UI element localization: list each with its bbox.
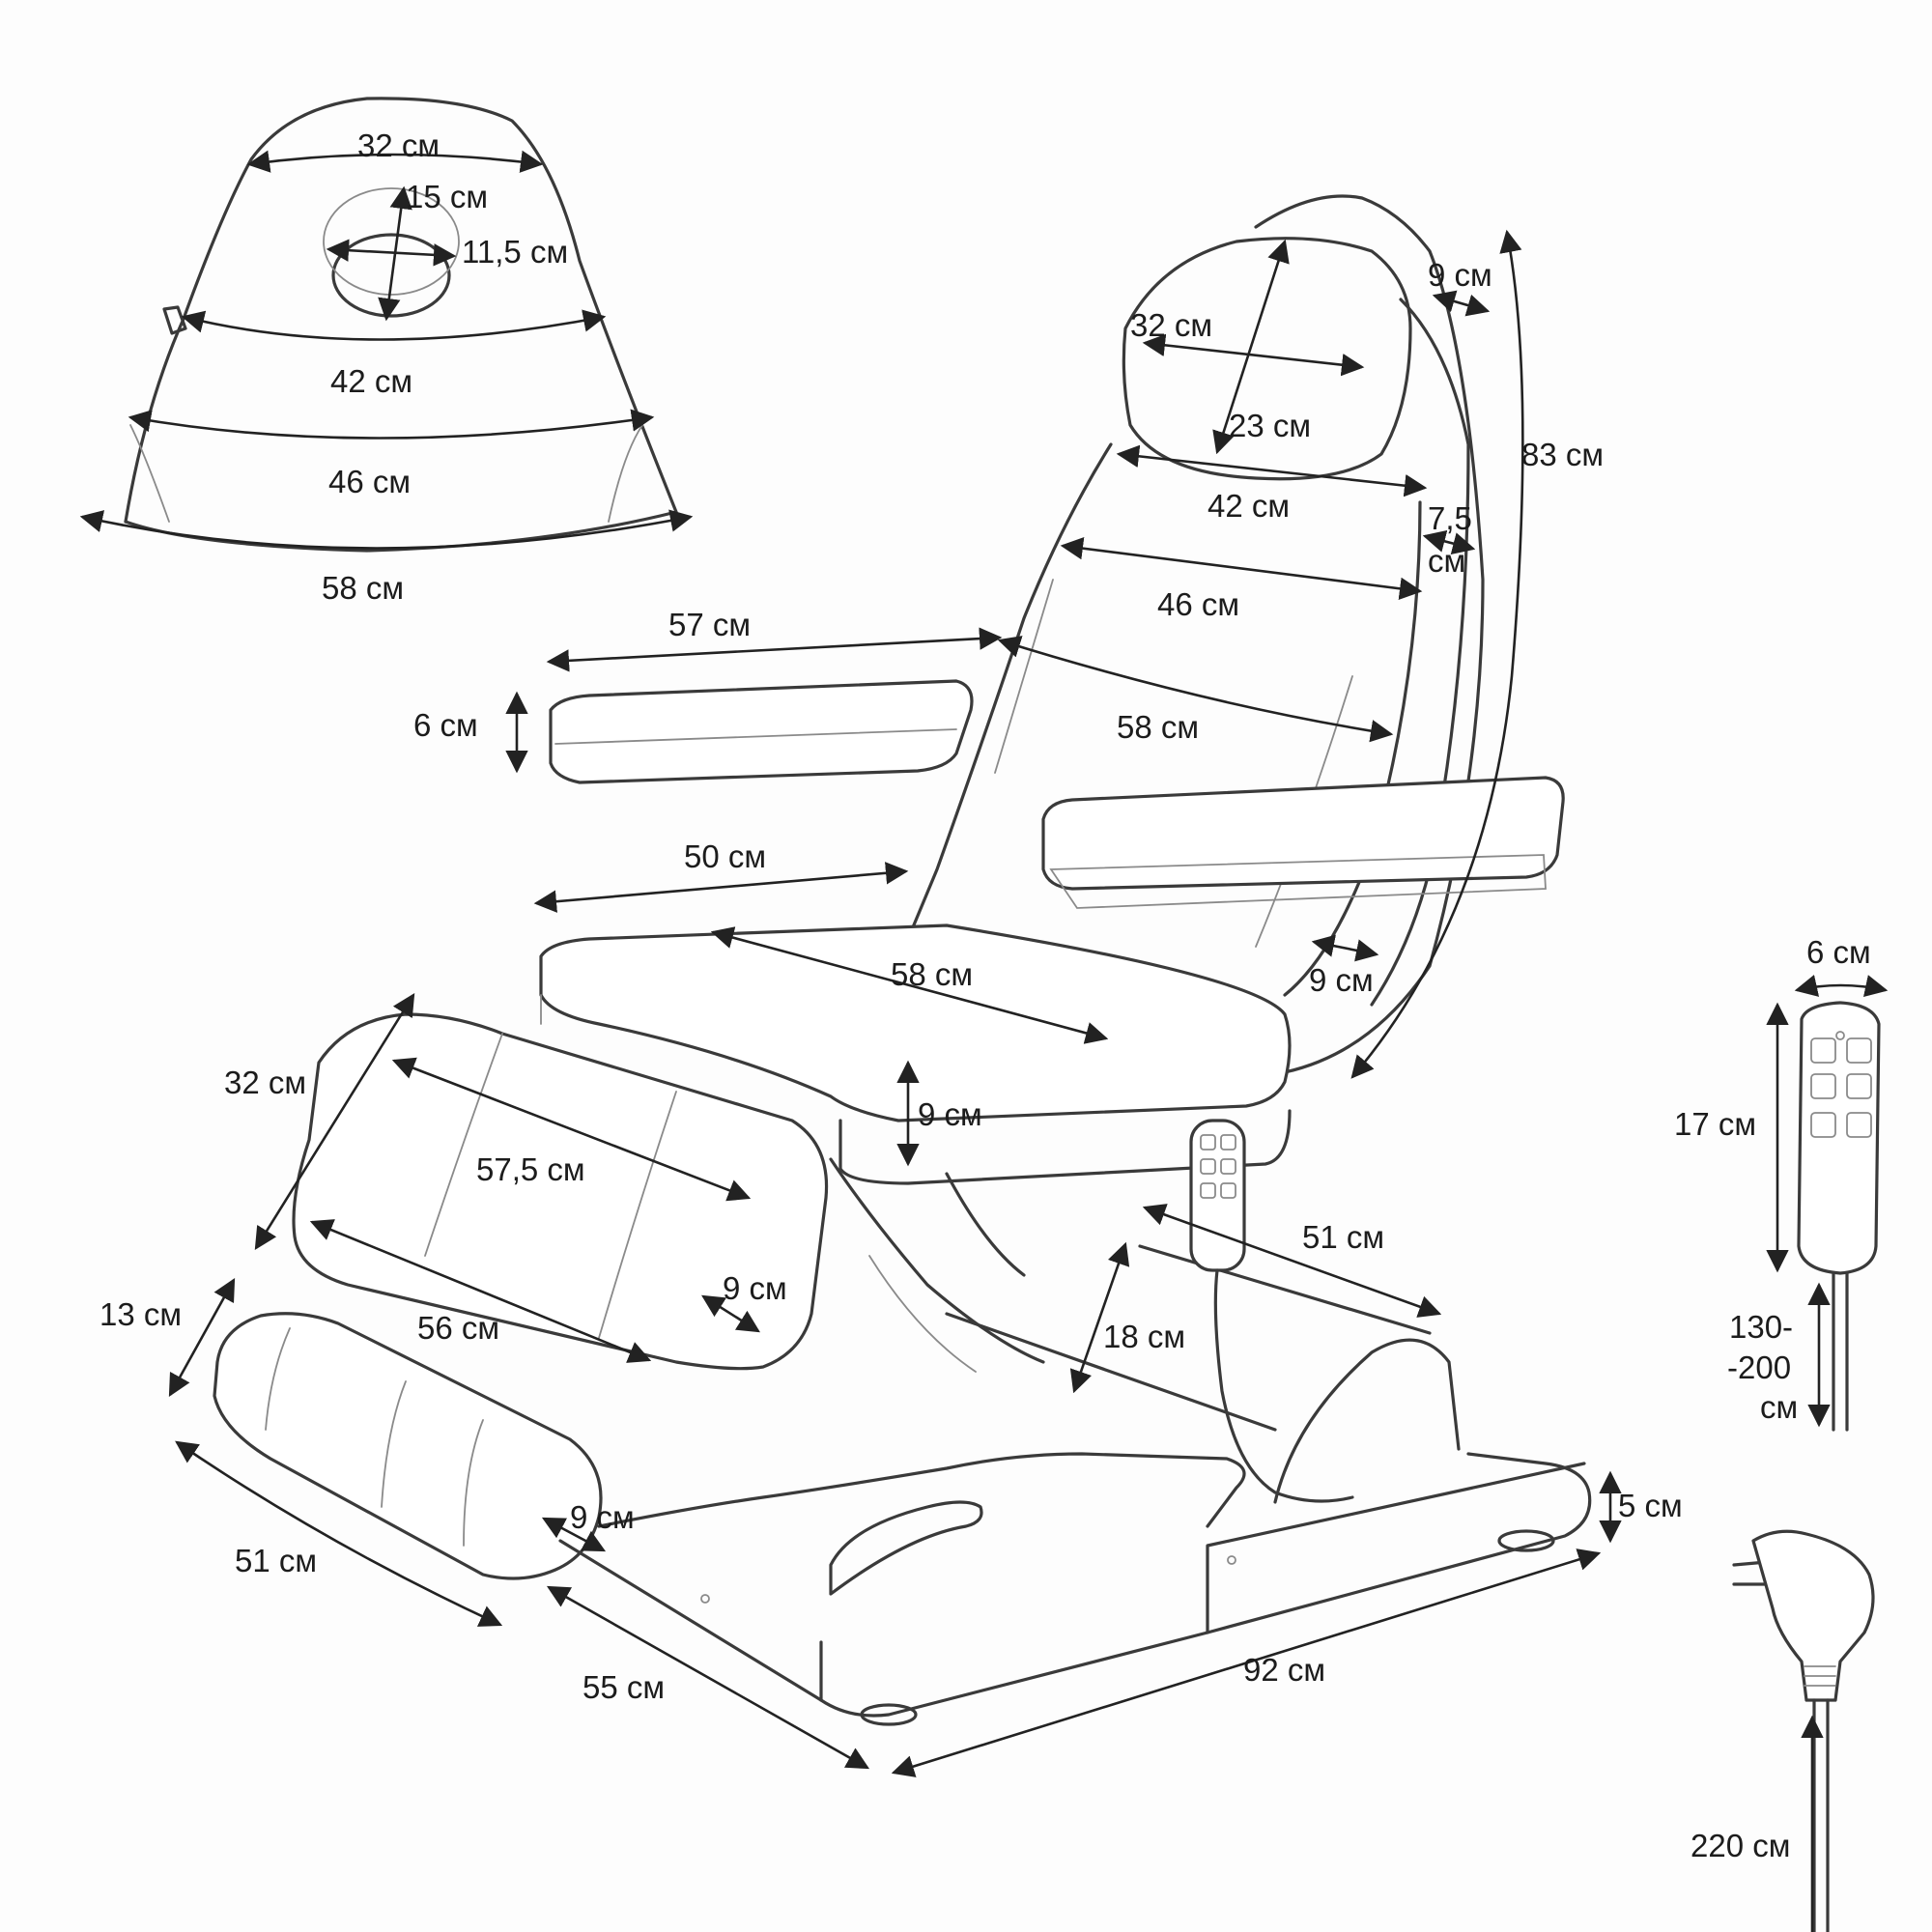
base-side-label: 51 см — [1302, 1219, 1384, 1255]
foot-rest-height-label: 13 см — [99, 1296, 182, 1332]
head-pad-hole-width-label: 11,5 см — [462, 234, 568, 270]
leg-rest-bottom-length-label: 56 см — [417, 1310, 499, 1346]
armrest-left-outline — [549, 679, 974, 784]
remote-height-label: 17 см — [1674, 1106, 1756, 1142]
back-width-middle-label: 46 см — [1157, 586, 1239, 622]
head-pad-width-lower-label: 46 см — [328, 464, 411, 499]
head-pad-width-middle-label: 42 см — [330, 363, 412, 399]
base-height-label: 5 см — [1618, 1488, 1683, 1523]
remote-cable-unit-label: см — [1760, 1389, 1798, 1425]
headrest-width-label: 32 см — [1130, 307, 1212, 343]
hand-remote-icon — [1797, 1001, 1881, 1432]
remote-dimension-lines — [1766, 975, 1889, 1428]
remote-cable-line2-label: -200 — [1727, 1350, 1791, 1385]
foot-rest-outline — [213, 1312, 603, 1580]
foot-rest-length-label: 51 см — [235, 1543, 317, 1578]
back-thickness-label: 9 см — [1309, 962, 1374, 998]
head-pad-width-top-label: 32 см — [357, 128, 440, 163]
back-side-thickness-unit-label: см — [1428, 543, 1465, 579]
back-side-thickness-value-label: 7,5 — [1428, 500, 1472, 536]
headrest-height-label: 23 см — [1229, 408, 1311, 443]
back-total-height-label: 83 см — [1521, 437, 1604, 472]
armrest-length-label: 57 см — [668, 607, 751, 642]
leg-rest-width-label: 32 см — [224, 1065, 306, 1100]
base-length-label: 92 см — [1243, 1652, 1325, 1688]
chair-remote-icon — [1189, 1119, 1354, 1503]
seat-thickness-label: 9 см — [918, 1096, 982, 1132]
seat-length-label: 58 см — [891, 956, 973, 992]
remote-cable-line1-label: 130- — [1729, 1309, 1793, 1345]
armrest-height-label: 6 см — [413, 707, 478, 743]
chair-labels: 32 см 23 см 9 см 83 см 42 см 7,5 см 46 с… — [99, 257, 1683, 1705]
chair-dimension-lines — [168, 229, 1622, 1777]
foot-rest-thickness-label: 9 см — [570, 1499, 635, 1535]
lift-height-label: 18 см — [1103, 1319, 1185, 1354]
back-length-label: 58 см — [1117, 709, 1199, 745]
head-pad-dimension-lines — [79, 150, 694, 550]
base-width-label: 55 см — [582, 1669, 665, 1705]
head-pad-labels: 32 см 15 см 11,5 см 42 см 46 см 58 см — [322, 128, 568, 606]
leg-rest-outline — [292, 1012, 829, 1371]
remote-labels: 6 см 17 см 130- -200 см 220 см — [1674, 934, 1871, 1863]
head-pad-hole-height-label: 15 см — [406, 179, 488, 214]
lift-column-outline — [829, 1157, 1045, 1373]
power-plug-icon — [1732, 1529, 1875, 1932]
leg-rest-thickness-label: 9 см — [723, 1270, 787, 1306]
seat-width-label: 50 см — [684, 838, 766, 874]
headrest-thickness-label: 9 см — [1428, 257, 1492, 293]
leg-rest-top-length-label: 57,5 см — [476, 1151, 585, 1187]
head-pad-width-bottom-label: 58 см — [322, 570, 404, 606]
remote-width-label: 6 см — [1806, 934, 1871, 970]
armrest-right-outline — [1041, 776, 1565, 909]
power-cable-label: 220 см — [1690, 1828, 1790, 1863]
back-width-top-label: 42 см — [1208, 488, 1290, 524]
